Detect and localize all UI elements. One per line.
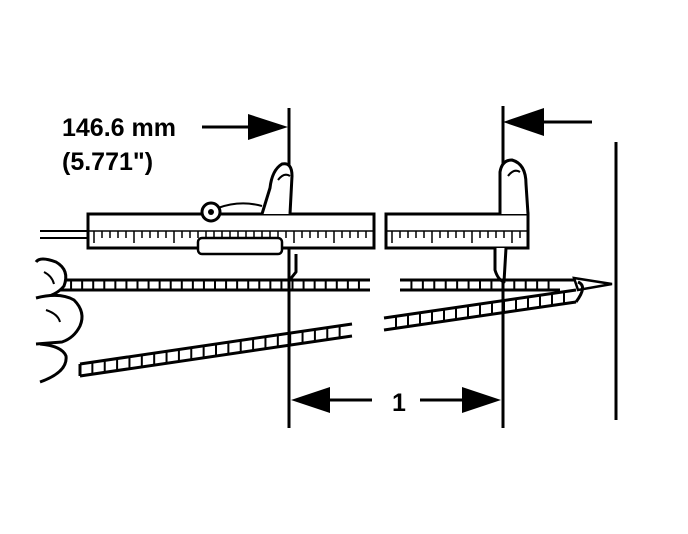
top-dimension-arrow-left (202, 114, 288, 140)
measurement-mm-label: 146.6 mm (62, 114, 176, 142)
caliper-upper-jaw-left (260, 162, 294, 215)
caliper-lower-jaw-right (493, 247, 508, 284)
ring-upper-segment-right (400, 278, 580, 292)
caliper-slider-window (196, 236, 284, 256)
ring-lower-segment-left (78, 322, 353, 378)
caliper-upper-jaw-right (498, 158, 530, 215)
scale-ticks-right (391, 231, 521, 243)
hand (34, 257, 84, 384)
callout-number-label: 1 (392, 389, 406, 417)
piston-ring (60, 276, 613, 378)
vernier-caliper (40, 158, 530, 284)
bottom-arrow-right (462, 387, 501, 413)
ring-lower-segment-right (383, 288, 577, 332)
scale-ticks-left (93, 231, 367, 243)
bottom-arrow-left (291, 387, 330, 413)
ring-upper-segment-left (60, 278, 370, 292)
measurement-inch-label: (5.771") (62, 148, 153, 176)
bottom-dimension: 1 (291, 387, 501, 417)
top-dimension-arrow-right (503, 108, 592, 136)
